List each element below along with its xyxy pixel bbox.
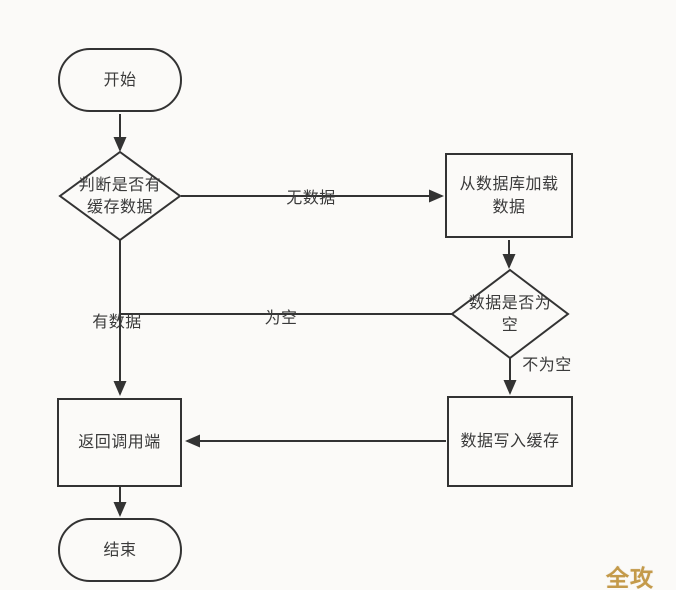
edge-label-no-data: 无数据 [286,188,336,207]
watermark-text: 全攻略 [606,566,654,590]
decision-is-empty-shape [450,268,570,360]
edge-label-not-empty: 不为空 [522,355,572,374]
edge-label-has-data: 有数据 [92,312,142,331]
node-start-label: 开始 [103,69,137,89]
node-load-from-db-label: 从数据库加载数据 [459,174,559,216]
node-return-to-caller: 返回调用端 [57,398,182,487]
node-write-to-cache-label: 数据写入缓存 [460,431,560,451]
node-end: 结束 [58,518,182,582]
node-check-cache-label: 判断是否有缓存数据 [78,174,162,216]
node-start: 开始 [58,48,182,112]
node-is-data-empty: 数据是否为空 [466,287,554,341]
node-end-label: 结束 [103,539,137,559]
edge-label-empty: 为空 [264,308,298,327]
node-write-to-cache: 数据写入缓存 [447,396,573,487]
node-return-to-caller-label: 返回调用端 [78,432,161,452]
decision-check-cache-shape [58,150,182,242]
node-is-data-empty-label: 数据是否为空 [468,292,552,334]
node-load-from-db: 从数据库加载数据 [445,153,573,238]
node-check-cache: 判断是否有缓存数据 [75,169,165,223]
